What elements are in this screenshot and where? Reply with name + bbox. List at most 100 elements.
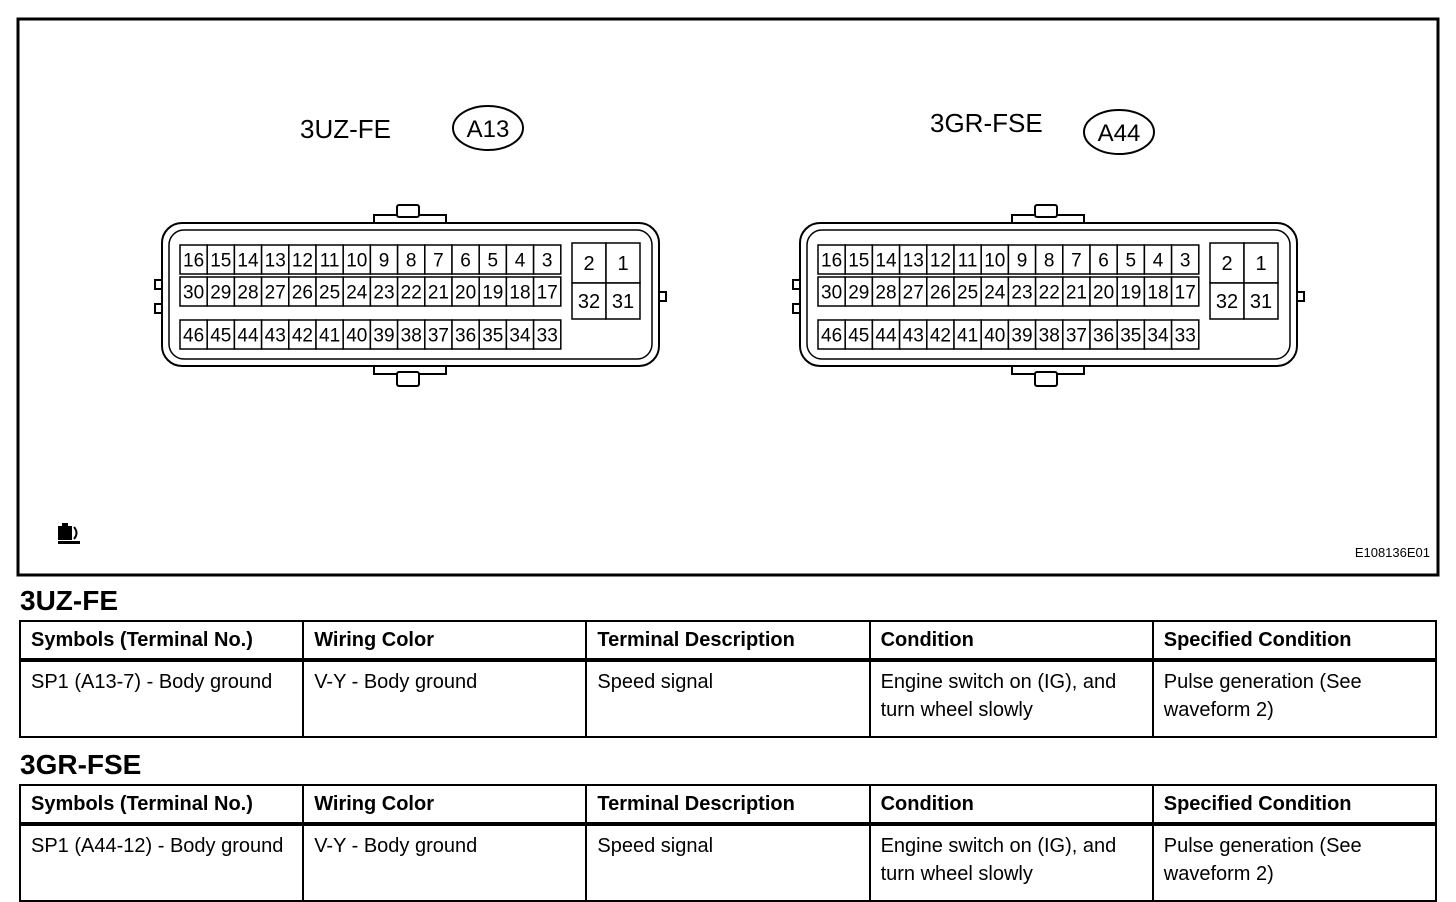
pin-number: 31 (1250, 291, 1272, 313)
pin-cell (605, 282, 641, 320)
pin-number: 29 (210, 282, 231, 303)
pin-number: 17 (1175, 282, 1196, 303)
pin-cell (532, 319, 562, 350)
pin-number: 1 (1255, 253, 1266, 275)
side-tab (658, 291, 667, 302)
column-header: Wiring Color (302, 620, 588, 662)
pin-cell (206, 319, 236, 350)
pin-number: 30 (183, 282, 204, 303)
pin-number: 18 (1147, 282, 1168, 303)
pin-number: 45 (210, 325, 231, 346)
pin-number: 25 (957, 282, 978, 303)
pin-cell (1143, 319, 1173, 350)
pin-cell (980, 244, 1010, 275)
pin-cell (478, 276, 508, 307)
pin-number: 23 (373, 282, 394, 303)
pin-cell (315, 319, 344, 350)
pin-cell (1170, 319, 1200, 350)
pin-number: 46 (183, 325, 204, 346)
pin-cell (926, 244, 955, 275)
latch-tab (1034, 371, 1058, 387)
pin-number: 34 (509, 325, 531, 346)
pin-cell (1007, 244, 1037, 275)
section-title-3uz-fe: 3UZ-FE (20, 585, 118, 616)
pin-number: 23 (1011, 282, 1032, 303)
pin-cell (233, 276, 263, 307)
pin-number: 32 (1216, 291, 1238, 313)
pin-number: 42 (930, 325, 951, 346)
pin-number: 26 (292, 282, 313, 303)
pin-number: 5 (488, 250, 499, 271)
pin-cell (424, 244, 453, 275)
connector-id-oval (452, 105, 524, 151)
engine-label: 3GR-FSE (930, 108, 1043, 138)
pin-number: 34 (1147, 325, 1169, 346)
pin-cell (451, 319, 480, 350)
side-tab (1296, 291, 1305, 302)
pin-number: 13 (903, 250, 924, 271)
pin-cell (605, 242, 641, 284)
pin-number: 4 (515, 250, 526, 271)
pin-cell (369, 276, 399, 307)
pin-cell (844, 319, 874, 350)
pin-number: 6 (1098, 250, 1109, 271)
side-tab (792, 279, 801, 290)
pin-number: 37 (1066, 325, 1087, 346)
pin-cell (396, 319, 426, 350)
pin-number: 6 (460, 250, 471, 271)
column-header: Specified Condition (1151, 620, 1438, 662)
pin-number: 21 (1066, 282, 1087, 303)
latch-tab (1034, 204, 1058, 218)
pin-number: 11 (320, 250, 340, 271)
pin-number: 14 (875, 250, 897, 271)
pin-cell (1116, 319, 1146, 350)
pin-number: 28 (237, 282, 258, 303)
pin-number: 43 (265, 325, 286, 346)
table-cell: Speed signal (585, 823, 871, 902)
pin-cell (953, 244, 982, 275)
pin-cell (1143, 276, 1173, 307)
pin-number: 20 (455, 282, 476, 303)
pin-cell (1143, 244, 1173, 275)
pin-number: 2 (583, 253, 594, 275)
pin-cell (926, 319, 955, 350)
pin-number: 27 (903, 282, 924, 303)
pin-cell (342, 244, 372, 275)
side-tab (154, 279, 163, 290)
pin-cell (532, 244, 562, 275)
pin-number: 39 (373, 325, 394, 346)
pin-cell (980, 276, 1010, 307)
pin-number: 20 (1093, 282, 1114, 303)
pin-number: 14 (237, 250, 259, 271)
pin-number: 32 (578, 291, 600, 313)
column-header: Terminal Description (585, 784, 871, 826)
pin-cell (1034, 276, 1064, 307)
table-cell: V-Y - Body ground (302, 659, 588, 738)
table-cell: Pulse generation (See waveform 2) (1151, 823, 1438, 902)
engine-label: 3UZ-FE (300, 114, 391, 144)
pin-number: 27 (265, 282, 286, 303)
harness-side-icon (58, 523, 80, 544)
pin-number: 17 (537, 282, 558, 303)
pin-number: 13 (265, 250, 286, 271)
pin-cell (396, 244, 426, 275)
column-header: Wiring Color (302, 784, 588, 826)
connector-inner-outline (168, 229, 653, 360)
column-header: Specified Condition (1151, 784, 1438, 826)
pin-number: 26 (930, 282, 951, 303)
diagram-frame (16, 17, 1440, 577)
table-cell: Speed signal (585, 659, 871, 738)
pin-number: 40 (984, 325, 1005, 346)
pin-cell (1062, 244, 1091, 275)
pin-cell (233, 244, 263, 275)
pin-cell (260, 244, 290, 275)
pin-number: 1 (617, 253, 628, 275)
pin-cell (1243, 242, 1279, 284)
pin-cell (451, 244, 480, 275)
pin-number: 3 (1180, 250, 1191, 271)
pin-cell (478, 244, 508, 275)
pin-cell (1209, 282, 1245, 320)
pin-number: 5 (1126, 250, 1137, 271)
